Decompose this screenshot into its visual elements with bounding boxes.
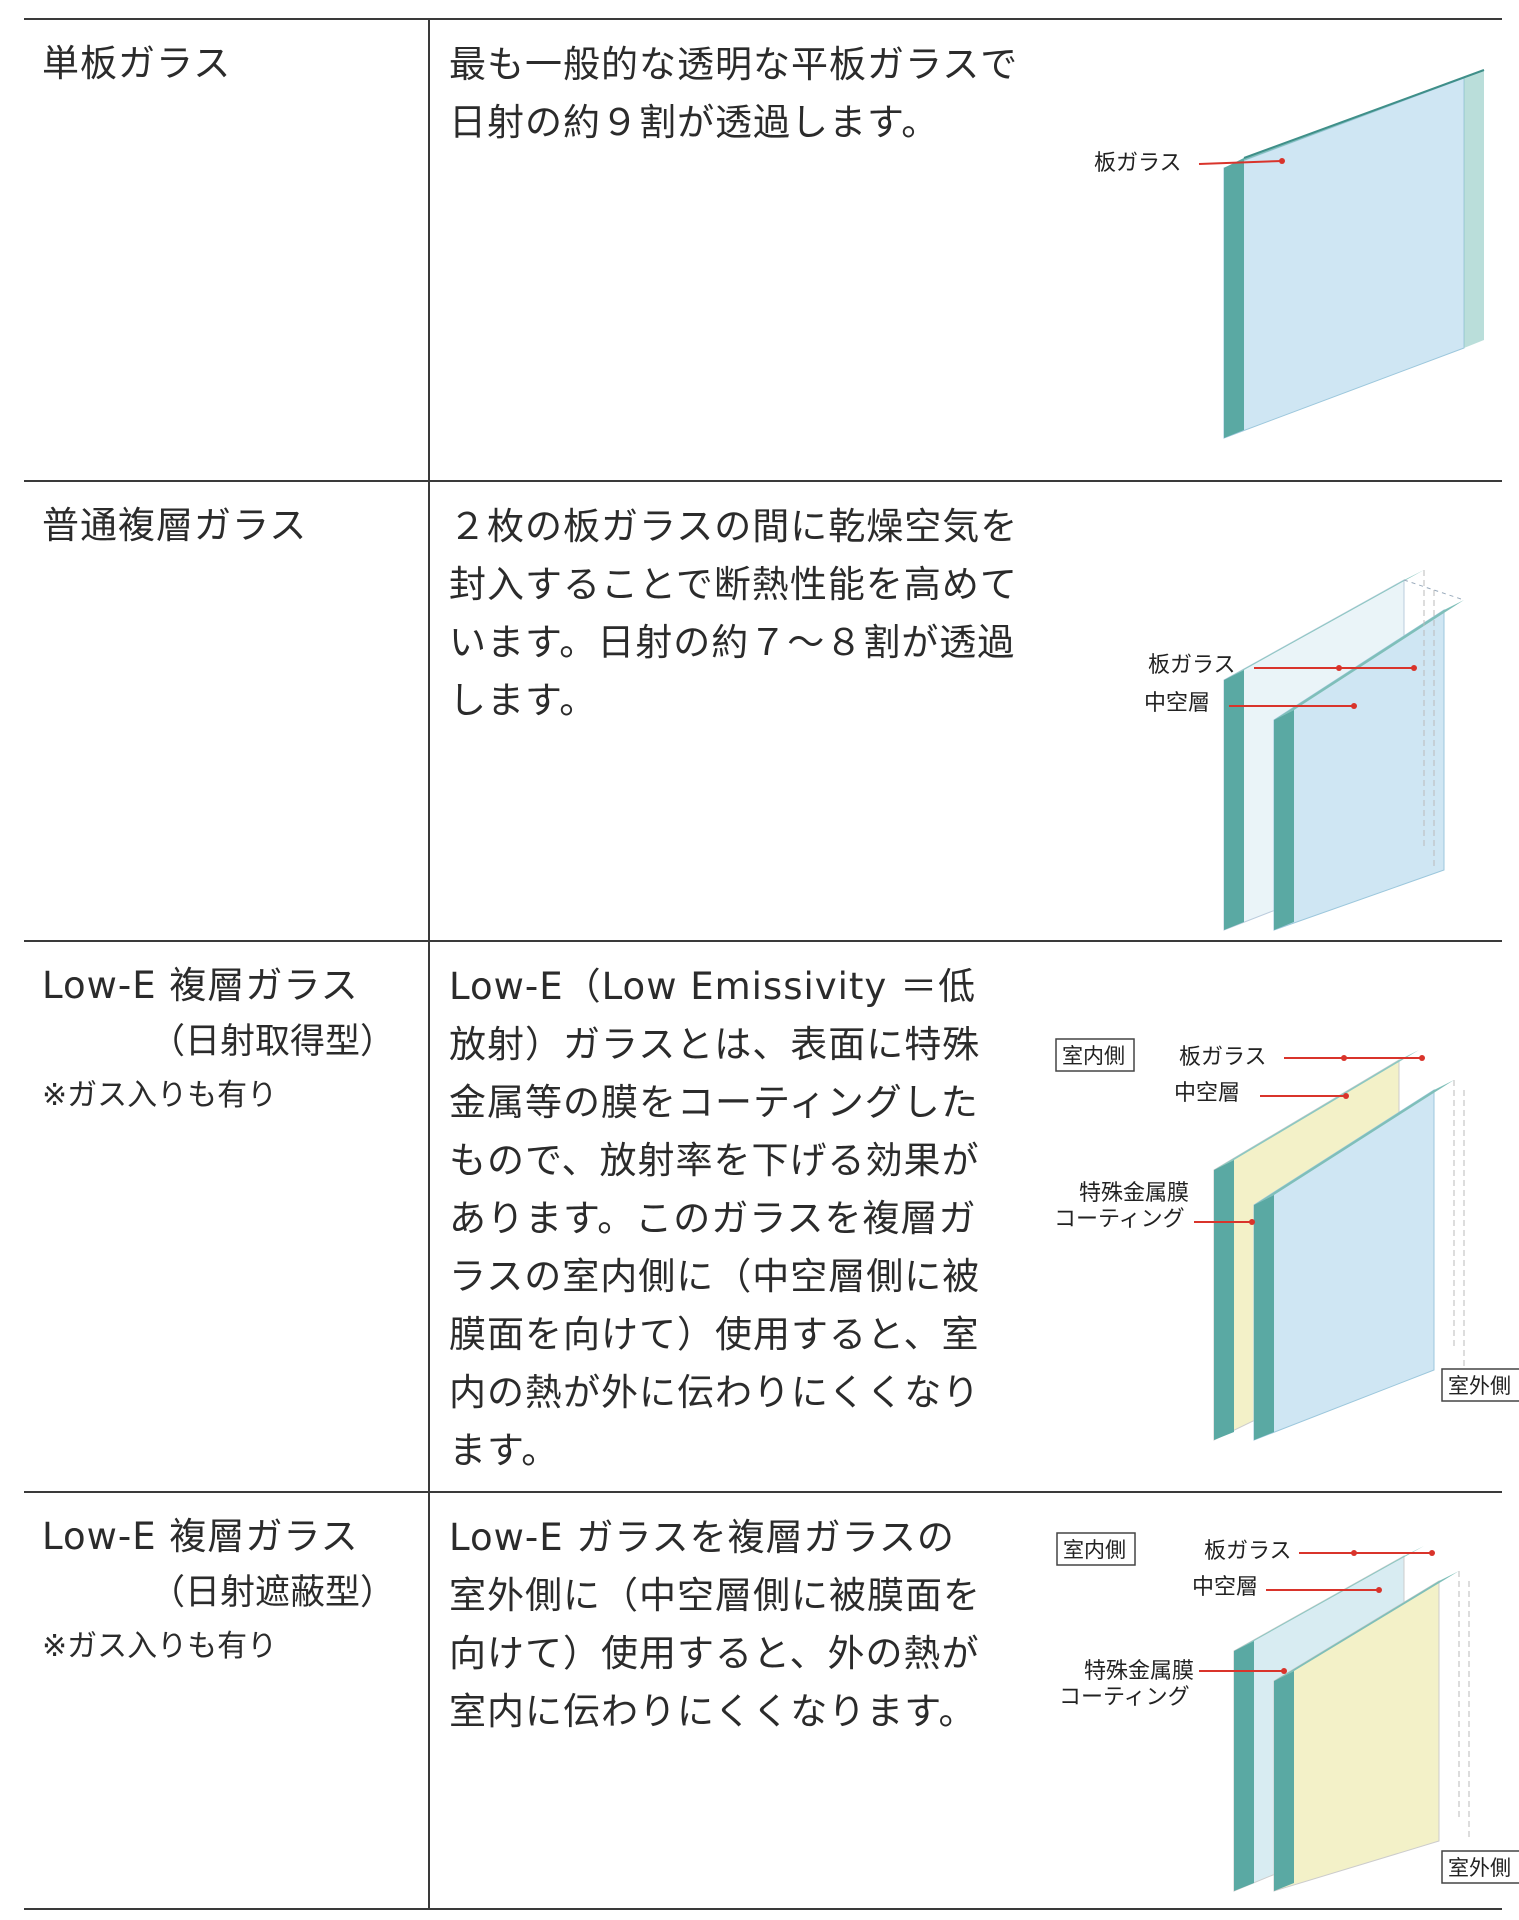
table-row-lowe-solar-shield: Low-E 複層ガラス （日射遮蔽型） ※ガス入りも有り Low-E ガラスを複… xyxy=(24,1491,1519,1908)
label-indoor-side: 室内側 xyxy=(1063,1538,1126,1562)
glass-name: Low-E 複層ガラス xyxy=(42,1515,359,1558)
description-line: 最も一般的な透明な平板ガラスで xyxy=(449,43,1019,86)
description-line: 放射）ガラスとは、表面に特殊 xyxy=(449,1023,981,1066)
label-coating: コーティング xyxy=(1059,1685,1190,1710)
description-line: Low-E ガラスを複層ガラスの xyxy=(449,1516,955,1559)
description-line: 室内に伝わりにくくなります。 xyxy=(449,1690,977,1733)
description-line: もので、放射率を下げる効果が xyxy=(449,1139,980,1182)
description-line: ます。 xyxy=(449,1429,560,1472)
glass-subtitle: （日射遮蔽型） xyxy=(150,1573,396,1613)
glass-name-cell: 単板ガラス xyxy=(42,36,412,92)
glass-name-cell: 普通複層ガラス xyxy=(42,498,412,554)
description-line: ２枚の板ガラスの間に乾燥空気を xyxy=(449,505,1019,548)
label-indoor-side: 室内側 xyxy=(1062,1044,1125,1068)
label-plate-glass: 板ガラス xyxy=(1179,1045,1267,1070)
double-glass-illustration: 板ガラス 中空層 xyxy=(1114,550,1494,934)
description-line: あります。このガラスを複層ガ xyxy=(449,1197,977,1240)
description-line: Low-E（Low Emissivity ＝低 xyxy=(449,965,977,1008)
description-line: 内の熱が外に伝わりにくくなり xyxy=(449,1371,981,1414)
label-air-layer: 中空層 xyxy=(1192,1575,1258,1600)
table-row-single-glass: 単板ガラス 最も一般的な透明な平板ガラスで 日射の約９割が透過します。 板ガラス xyxy=(24,18,1502,480)
table-rule xyxy=(24,480,1502,482)
glass-name: Low-E 複層ガラス xyxy=(42,964,359,1007)
table-column-divider xyxy=(428,18,430,1910)
label-outdoor-side: 室外側 xyxy=(1448,1856,1511,1880)
label-plate-glass: 板ガラス xyxy=(1204,1539,1292,1564)
label-air-layer: 中空層 xyxy=(1174,1081,1240,1106)
glass-note: ※ガス入りも有り xyxy=(42,1078,278,1113)
label-metal-film: 特殊金属膜 xyxy=(1079,1181,1189,1206)
description-line: ラスの室内側に（中空層側に被 xyxy=(449,1255,981,1298)
table-rule xyxy=(24,940,1502,942)
label-air-layer: 中空層 xyxy=(1144,691,1210,716)
description-line: 膜面を向けて）使用すると、室 xyxy=(449,1313,980,1356)
description-line: 室外側に（中空層側に被膜面を xyxy=(449,1574,981,1617)
lowe-solar-gain-illustration: 室内側 板ガラス 中空層 特殊金属膜 コーティング 室外側 xyxy=(1024,1000,1519,1464)
indoor-side-box xyxy=(1055,1038,1135,1072)
label-metal-film: 特殊金属膜 xyxy=(1084,1659,1194,1684)
description-line: 封入することで断熱性能を高めて xyxy=(449,563,1018,606)
glass-note: ※ガス入りも有り xyxy=(42,1629,278,1664)
lowe-solar-shield-illustration: 室内側 板ガラス 中空層 特殊金属膜 コーティング 室外側 xyxy=(1034,1521,1519,1905)
glass-description-cell: ２枚の板ガラスの間に乾燥空気を 封入することで断熱性能を高めて います。日射の約… xyxy=(449,498,1018,730)
description-line: します。 xyxy=(449,679,598,722)
indoor-side-box xyxy=(1056,1532,1136,1566)
description-line: 向けて）使用すると、外の熱が xyxy=(449,1632,980,1675)
glass-name-cell: Low-E 複層ガラス （日射遮蔽型） ※ガス入りも有り xyxy=(42,1509,412,1673)
glass-name-cell: Low-E 複層ガラス （日射取得型） ※ガス入りも有り xyxy=(42,958,412,1122)
table-rule-top xyxy=(24,18,1502,20)
glass-name: 単板ガラス xyxy=(42,42,232,85)
table-row-lowe-solar-gain: Low-E 複層ガラス （日射取得型） ※ガス入りも有り Low-E（Low E… xyxy=(24,940,1519,1491)
outdoor-side-box xyxy=(1441,1850,1519,1884)
glass-subtitle: （日射取得型） xyxy=(150,1022,396,1062)
glass-description-cell: Low-E ガラスを複層ガラスの 室外側に（中空層側に被膜面を 向けて）使用する… xyxy=(449,1509,981,1741)
glass-description-cell: 最も一般的な透明な平板ガラスで 日射の約９割が透過します。 xyxy=(449,36,1018,152)
glass-types-table: 単板ガラス 最も一般的な透明な平板ガラスで 日射の約９割が透過します。 板ガラス… xyxy=(24,18,1519,1910)
glass-name: 普通複層ガラス xyxy=(42,504,308,547)
description-line: 日射の約９割が透過します。 xyxy=(449,101,940,144)
label-coating: コーティング xyxy=(1054,1207,1185,1232)
single-glass-illustration: 板ガラス xyxy=(1084,58,1485,442)
table-row-double-glass: 普通複層ガラス ２枚の板ガラスの間に乾燥空気を 封入することで断熱性能を高めて … xyxy=(24,480,1502,940)
table-rule xyxy=(24,1491,1502,1493)
description-line: 金属等の膜をコーティングした xyxy=(449,1081,979,1124)
glass-description-cell: Low-E（Low Emissivity ＝低 放射）ガラスとは、表面に特殊 金… xyxy=(449,958,980,1480)
description-line: います。日射の約７～８割が透過 xyxy=(449,621,1016,664)
label-plate-glass: 板ガラス xyxy=(1094,151,1182,176)
label-outdoor-side: 室外側 xyxy=(1448,1374,1511,1398)
outdoor-side-box xyxy=(1441,1368,1519,1402)
label-plate-glass: 板ガラス xyxy=(1148,653,1236,678)
table-rule-bottom xyxy=(24,1908,1502,1910)
